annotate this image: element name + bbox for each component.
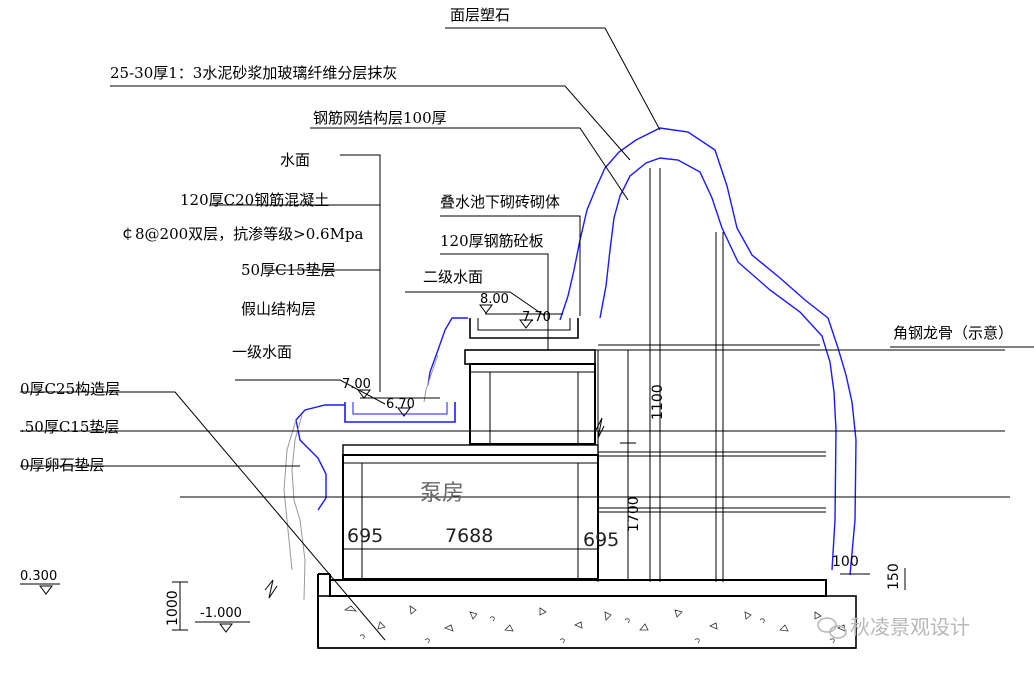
dim-100: 100 (832, 554, 859, 570)
brick-support (469, 363, 596, 445)
steel-columns (597, 168, 826, 582)
label-second-water: 二级水面 (423, 268, 483, 286)
dimension-lines (172, 349, 906, 631)
dim-150: 150 (886, 563, 902, 590)
level-0300: 0.300 (20, 569, 57, 584)
level-neg1000: -1.000 (200, 606, 242, 621)
label-pump-room: 泵房 (420, 481, 464, 506)
level-800: 8.00 (480, 292, 509, 307)
level-670: 6.70 (386, 397, 415, 412)
label-angle-steel: 角钢龙骨（示意） (893, 324, 1013, 342)
label-water-surface: 水面 (280, 151, 310, 169)
label-rockery: 假山结构层 (241, 300, 316, 318)
level-700: 7.00 (342, 377, 371, 392)
rockery-outline (295, 127, 857, 576)
level-markers (39, 304, 533, 633)
wechat-icon (817, 617, 847, 639)
watermark-text: 秋凌景观设计 (850, 615, 970, 639)
label-pebble: 0厚卵石垫层 (20, 456, 105, 474)
label-c15: .50厚C15垫层 (20, 418, 119, 436)
label-concrete: 120厚C20钢筋混凝土 (180, 191, 329, 209)
label-plaster: 25-30厚1：3水泥砂浆加玻璃纤维分层抹灰 (110, 64, 397, 82)
label-first-water: 一级水面 (232, 343, 292, 361)
label-brick: 叠水池下砌砖砌体 (440, 193, 560, 211)
leader-lines (20, 27, 1034, 641)
upper-pool (464, 313, 596, 365)
dim-1700: 1700 (626, 496, 642, 532)
label-slab: 120厚钢筋砼板 (440, 232, 544, 250)
label-c25: 0厚C25构造层 (20, 380, 120, 398)
level-770: 7.70 (522, 310, 551, 325)
pump-room (342, 444, 599, 580)
pebble-hatch (343, 605, 846, 644)
label-mesh: 钢筋网结构层100厚 (313, 109, 447, 127)
dim-1100: 1100 (650, 384, 666, 420)
label-cushion50: 50厚C15垫层 (241, 261, 336, 279)
dim-1000: 1000 (165, 590, 181, 626)
label-face-rock: 面层塑石 (450, 6, 510, 24)
dim-695-right: 695 (583, 529, 619, 551)
foundation (317, 573, 857, 649)
dim-695-left: 695 (347, 525, 383, 547)
watermark: 秋凌景观设计 (817, 615, 970, 639)
label-rebar: ￠8@200双层，抗渗等级>0.6Mpa (120, 225, 364, 243)
water-flow (283, 354, 439, 601)
dim-7688: 7688 (445, 525, 493, 547)
